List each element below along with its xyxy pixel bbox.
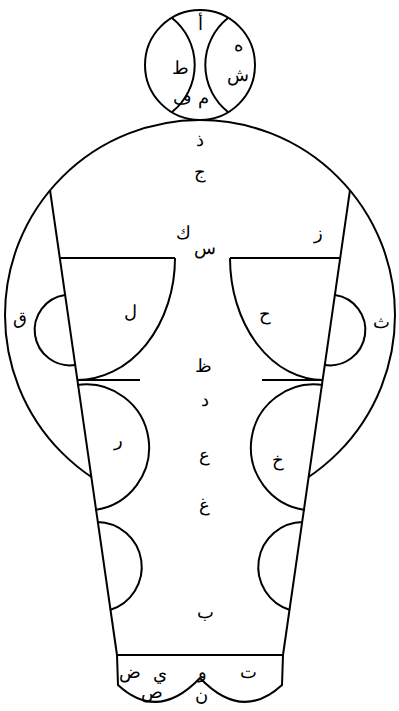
- middle-right-line: [262, 379, 323, 381]
- point-letter: ع: [199, 446, 210, 464]
- point-letter: ك: [176, 224, 191, 242]
- point-letter: ظ: [195, 357, 212, 375]
- point-letter: ه: [234, 36, 243, 54]
- point-letter: خ: [272, 451, 284, 469]
- point-letter: ت: [240, 663, 257, 681]
- right-outer-semicircle: [325, 295, 365, 365]
- trapezoid-ground: [51, 191, 349, 656]
- right-quarter-arc: [230, 258, 323, 380]
- right-lower-semicircle: [258, 522, 303, 610]
- right-inner-semicircle: [251, 384, 323, 510]
- right-lens-arc: [205, 18, 228, 112]
- point-letter: ي: [153, 665, 167, 683]
- upper-left-line: [60, 257, 175, 259]
- point-letter: ل: [124, 303, 137, 321]
- point-letter: ر: [114, 431, 123, 449]
- point-letter: ض: [119, 663, 141, 681]
- point-letter: ن: [195, 686, 208, 704]
- point-letter: ب: [197, 603, 214, 621]
- point-letter: ج: [194, 163, 206, 181]
- left-quarter-arc: [77, 258, 175, 380]
- point-letter: أ: [198, 15, 203, 33]
- point-letter: ق: [13, 309, 27, 327]
- base-line: [117, 654, 283, 656]
- point-letter: ح: [259, 305, 271, 323]
- right-side: [283, 190, 350, 655]
- left-side: [50, 190, 117, 655]
- point-letter: س: [194, 239, 216, 257]
- point-letter: ط: [172, 59, 189, 77]
- left-inner-semicircle: [77, 384, 149, 510]
- point-letter: ث: [373, 313, 390, 331]
- top-circle: [145, 10, 255, 120]
- point-letter: و: [198, 663, 207, 681]
- point-letter: م: [198, 89, 209, 107]
- point-letter: غ: [199, 496, 210, 514]
- point-letter: ف: [173, 89, 192, 107]
- point-letter: ذ: [196, 131, 204, 149]
- point-letter: ش: [227, 66, 249, 84]
- upper-right-line: [230, 257, 340, 259]
- left-outer-semicircle: [35, 295, 75, 365]
- middle-left-line: [77, 379, 140, 381]
- left-lower-semicircle: [97, 522, 142, 610]
- point-letter: د: [201, 391, 209, 409]
- point-letter: ص: [141, 683, 163, 701]
- left-lens-arc: [172, 18, 195, 112]
- point-letter: ز: [314, 224, 323, 242]
